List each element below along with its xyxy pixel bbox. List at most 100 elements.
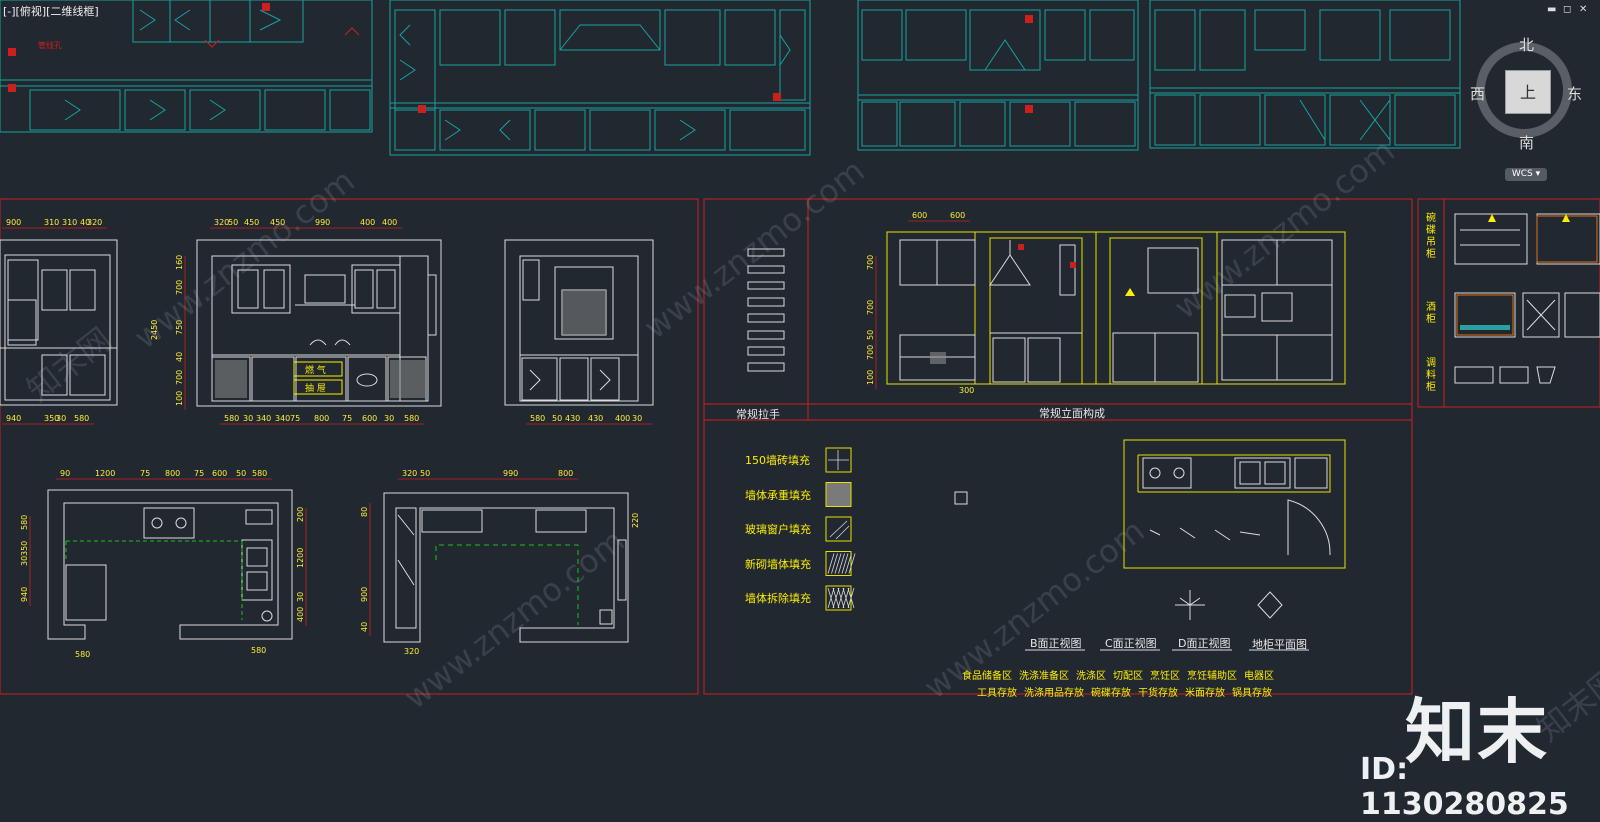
hatch-patterns — [825, 447, 856, 611]
hatch-label-1: 墙体承重填充 — [745, 488, 811, 502]
minimize-viewport-button[interactable]: ▬ — [1547, 4, 1557, 15]
dim-mid-top-0: 600 — [912, 211, 927, 220]
dim-e2-bottom-6: 75 — [342, 414, 352, 423]
dim-p1-top-4: 75 — [194, 469, 204, 478]
handles-title: 常规拉手 — [736, 408, 780, 421]
dim-e2-bottom-9: 580 — [404, 414, 419, 423]
dim-e1-top-3: 40 — [80, 218, 90, 227]
elevation-details — [899, 239, 1333, 383]
zone-label-a-6: 电器区 — [1244, 671, 1274, 682]
dim-e2-total: 2450 — [150, 320, 159, 340]
dim-e2-top-3: 450 — [270, 218, 285, 227]
plan-b — [383, 492, 629, 643]
dim-mid-left-1: 700 — [866, 300, 875, 315]
dim-e2-bottom-2: 340 — [256, 414, 271, 423]
zone-row-1: 食品储备区洗涤准备区洗涤区切配区烹饪区烹饪辅助区电器区 — [962, 664, 1281, 683]
dim-p1-top-0: 90 — [60, 469, 70, 478]
dim-p1-right-1: 1200 — [296, 548, 305, 568]
zone-label-a-2: 洗涤区 — [1076, 671, 1106, 682]
viewcube-west[interactable]: 西 — [1470, 85, 1486, 103]
dim-p2-top-1: 50 — [420, 469, 430, 478]
asset-id: ID: 1130280825 — [1360, 752, 1569, 822]
dim-e2-top-0: 320 — [214, 218, 229, 227]
dim-e2-top-2: 450 — [244, 218, 259, 227]
viewcube-south[interactable]: 南 — [1519, 134, 1535, 152]
hatch-swatch-diag — [825, 516, 852, 542]
elevation-a — [0, 239, 118, 406]
side-label-spice-cabinet: 调料柜 — [1426, 358, 1436, 393]
dim-e1-top-4: 320 — [87, 218, 102, 227]
dim-p2-left-2: 40 — [360, 622, 369, 632]
top-elevations — [0, 0, 1461, 156]
dim-p1-top-1: 1200 — [95, 469, 115, 478]
dim-mid-left-3: 700 — [866, 345, 875, 360]
dim-p2-left-0: 80 — [360, 507, 369, 517]
viewport-controls-label[interactable]: [-][俯视][二维线框] — [3, 5, 99, 18]
wcs-menu-button[interactable]: WCS ▾ — [1505, 168, 1547, 181]
viewcube-top-face[interactable]: 上 — [1505, 70, 1551, 114]
hatch-swatch-cross — [825, 585, 855, 611]
side-label-wine-cabinet: 酒柜 — [1426, 302, 1436, 325]
view-title-plan: 地柜平面图 — [1252, 638, 1307, 651]
dim-e3-bottom-4: 400 — [615, 414, 630, 423]
dim-e2-bottom-3: 340 — [275, 414, 290, 423]
dim-e2-left-2: 750 — [175, 320, 184, 335]
zone-label-a-1: 洗涤准备区 — [1019, 671, 1069, 682]
dim-p1-bottom-0: 580 — [75, 650, 90, 659]
dim-mid-left-2: 50 — [866, 330, 875, 340]
elevation-title: 常规立面构成 — [1039, 407, 1105, 420]
viewcube-east[interactable]: 东 — [1567, 85, 1583, 103]
zone-label-b-0: 工具存放 — [977, 688, 1017, 699]
dim-e1-top-1: 310 — [44, 218, 59, 227]
hatch-label-0: 150墙砖填充 — [745, 454, 810, 467]
zone-label-b-2: 碗碟存放 — [1091, 688, 1131, 699]
viewcube-north[interactable]: 北 — [1519, 36, 1535, 54]
dim-p1-top-6: 50 — [236, 469, 246, 478]
dim-e2-bottom-1: 30 — [243, 414, 253, 423]
dim-e2-top-4: 990 — [315, 218, 330, 227]
dim-p1-top-7: 580 — [252, 469, 267, 478]
dim-e2-left-0: 160 — [175, 255, 184, 270]
close-viewport-button[interactable]: ✕ — [1579, 4, 1588, 15]
dim-e3-bottom-3: 430 — [588, 414, 603, 423]
restore-viewport-button[interactable]: ◻ — [1563, 4, 1572, 15]
drawing-frames — [0, 198, 1600, 695]
viewcube-ring[interactable] — [1476, 42, 1572, 138]
side-label-dish-cabinet: 碗碟吊柜 — [1426, 213, 1436, 260]
dim-p1-right-3: 400 — [296, 607, 305, 622]
dim-p1-bottom-1: 580 — [251, 646, 266, 655]
zone-label-a-5: 烹饪辅助区 — [1187, 671, 1237, 682]
dim-e2-top-5: 400 — [360, 218, 375, 227]
dim-p2-top-2: 990 — [503, 469, 518, 478]
zone-label-b-4: 米面存放 — [1185, 688, 1225, 699]
dim-p1-left-3: 940 — [20, 587, 29, 602]
dim-p2-left-1: 900 — [360, 587, 369, 602]
hatch-label-2: 玻璃窗户填充 — [745, 523, 811, 536]
zone-label-a-0: 食品储备区 — [962, 671, 1012, 682]
dim-p1-top-2: 75 — [140, 469, 150, 478]
dim-e2-bottom-0: 580 — [224, 414, 239, 423]
zone-label-b-3: 干货存放 — [1138, 688, 1178, 699]
dim-p2-right: 220 — [631, 513, 640, 528]
dim-e3-bottom-0: 580 — [530, 414, 545, 423]
dim-p1-left-2: 30 — [20, 556, 29, 566]
gas-label: 燃 气 — [305, 366, 326, 376]
dim-e3-bottom-2: 430 — [565, 414, 580, 423]
dim-p2-bottom: 320 — [404, 647, 419, 656]
dim-e1-bottom-1: 350 — [44, 414, 59, 423]
dim-p1-top-5: 600 — [212, 469, 227, 478]
dim-e2-left-1: 700 — [175, 280, 184, 295]
drawer-label: 抽 屉 — [305, 384, 326, 394]
dim-e2-top-1: 50 — [228, 218, 238, 227]
zone-row-2: 工具存放洗涤用品存放碗碟存放干货存放米面存放锅具存放 — [977, 681, 1279, 700]
view-title-b: B面正视图 — [1030, 637, 1082, 650]
dim-e2-left-3: 40 — [175, 352, 184, 362]
dim-e1-bottom-3: 580 — [74, 414, 89, 423]
dim-e1-top-0: 900 — [6, 218, 21, 227]
dim-e1-bottom-0: 940 — [6, 414, 21, 423]
dim-e2-left-4: 700 — [175, 370, 184, 385]
dim-p1-right-0: 200 — [296, 507, 305, 522]
